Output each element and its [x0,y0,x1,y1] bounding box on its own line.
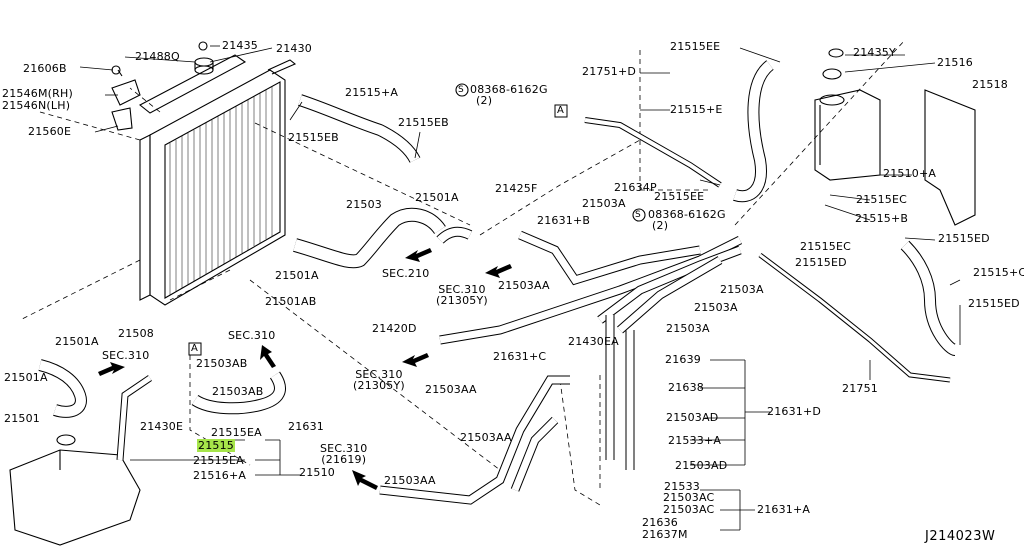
label-21515+B: 21515+B [855,212,909,225]
label-21508: 21508 [118,327,154,340]
label-21501A: 21501A [415,191,459,204]
label-21639: 21639 [665,353,701,366]
label-21515ED: 21515ED [938,232,990,245]
label-qty: (2) [476,94,493,107]
sec-ref-310-21619: SEC.310(21619) [320,442,368,466]
label-21751+D: 21751+D [582,65,637,78]
label-21634P: 21634P [614,181,657,194]
label-21546M: 21546M(RH) [2,87,73,100]
label-21503AA: 21503AA [460,431,512,444]
label-21631: 21631 [288,420,324,433]
label-21515EB: 21515EB [398,116,449,129]
marker-a: A [191,343,199,354]
label-21503A: 21503A [694,301,738,314]
label-21515ED: 21515ED [795,256,847,269]
label-21420D: 21420D [372,322,417,335]
label-21515EE: 21515EE [670,40,721,53]
label-08368-6162G: 08368-6162G [470,83,548,96]
label-21631+B: 21631+B [537,214,591,227]
label-21501AB: 21501AB [265,295,317,308]
label-21501A: 21501A [55,335,99,348]
label-21515+C: 21515+C [973,266,1024,279]
label-21430: 21430 [276,42,312,55]
label-21631+D: 21631+D [767,405,822,418]
label-21515+E: 21515+E [670,103,723,116]
label-21510+A: 21510+A [883,167,937,180]
sec-ref-310: SEC.310 [102,349,150,362]
label-21430EA: 21430EA [568,335,619,348]
label-21503AA: 21503AA [498,279,550,292]
label-21510: 21510 [299,466,335,479]
sec-ref-210: SEC.210 [382,267,430,280]
label-21637M: 21637M [642,528,688,541]
label-08368-6162G: 08368-6162G [648,208,726,221]
label-qty: (2) [652,219,669,232]
label-21515: 21515 [197,439,235,452]
label-21631+A: 21631+A [757,503,811,516]
label-21488Q: 21488Q [135,50,180,63]
label-21503AA: 21503AA [384,474,436,487]
label-21516+A: 21516+A [193,469,247,482]
label-21518: 21518 [972,78,1008,91]
label-21435Y: 21435Y [853,46,896,59]
label-21636: 21636 [642,516,678,529]
label-21631+C: 21631+C [493,350,547,363]
reservoir-tank [814,89,881,181]
label-21515EC: 21515EC [800,240,852,253]
label-21503AD: 21503AD [666,411,719,424]
marker-a: A [557,105,565,116]
label-21503A: 21503A [582,197,626,210]
label-21503AC: 21503AC [663,503,715,516]
label-21515+A: 21515+A [345,86,399,99]
label-21560E: 21560E [28,125,72,138]
label-21503AB: 21503AB [212,385,264,398]
label-21430E: 21430E [140,420,184,433]
sec-ref-310: SEC.310 [228,329,276,342]
diagram-code: J214023W [925,529,996,544]
marker-s: S [635,210,641,220]
label-21503A: 21503A [720,283,764,296]
label-21435: 21435 [222,39,258,52]
label-21515EC: 21515EC [856,193,908,206]
label-21501A: 21501A [275,269,319,282]
label-21638: 21638 [668,381,704,394]
label-21515ED: 21515ED [968,297,1020,310]
label-21503A: 21503A [666,322,710,335]
label-21533: 21533 [664,480,700,493]
label-21515EA: 21515EA [193,454,244,467]
label-21503AD: 21503AD [675,459,728,472]
marker-s: S [458,85,464,95]
sec-ref-310-21305Y: SEC.310(21305Y) [353,368,405,392]
label-21516: 21516 [937,56,973,69]
label-21751: 21751 [842,382,878,395]
label-21425F: 21425F [495,182,538,195]
label-21546N: 21546N(LH) [2,99,71,112]
lower-reservoir-tank [9,434,141,546]
sec-ref-310-21305Y: SEC.310(21305Y) [436,283,488,307]
label-21501A: 21501A [4,371,48,384]
label-21515EA: 21515EA [211,426,262,439]
label-21533+A: 21533+A [668,434,722,447]
radiator-upper-seal [139,54,247,114]
label-21503AA: 21503AA [425,383,477,396]
label-21515EE: 21515EE [654,190,705,203]
label-21503AC: 21503AC [663,491,715,504]
label-21503AB: 21503AB [196,357,248,370]
radiator [139,59,297,306]
label-21515EB: 21515EB [288,131,339,144]
label-21606B: 21606B [23,62,67,75]
label-21501: 21501 [4,412,40,425]
label-21503: 21503 [346,198,382,211]
highlighted-part: 21515 [197,439,235,452]
